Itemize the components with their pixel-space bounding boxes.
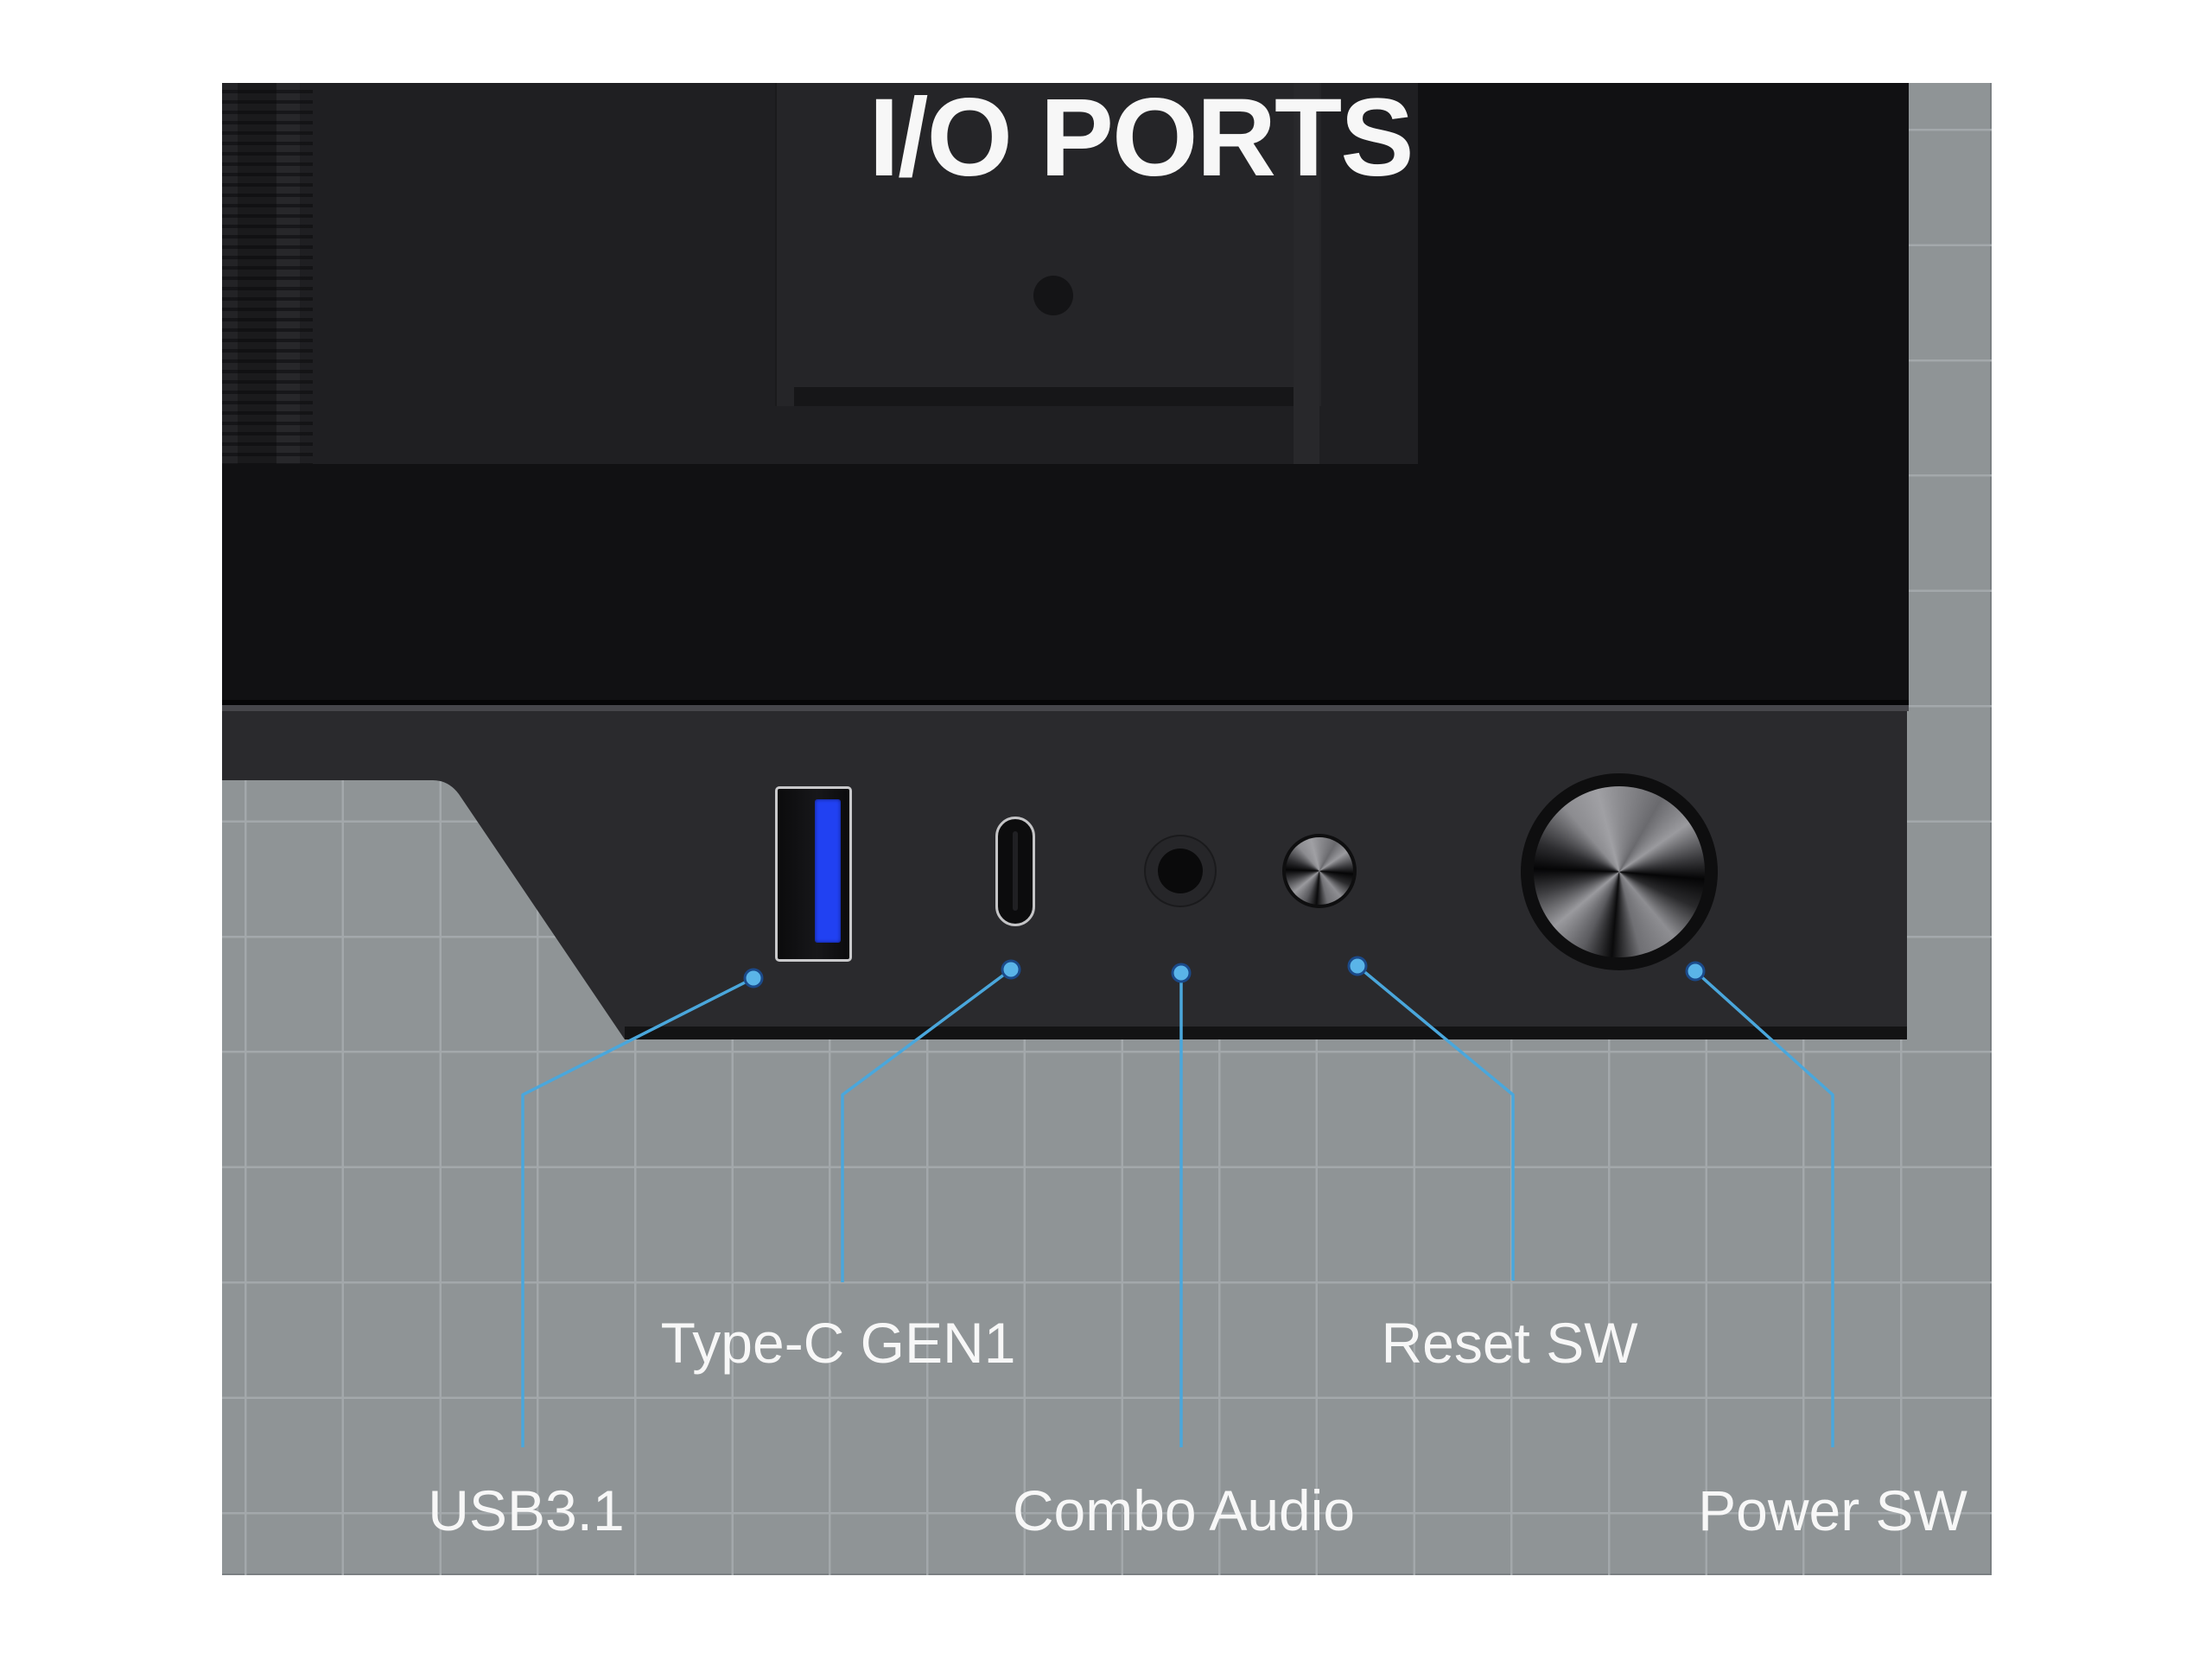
glass-edge <box>222 700 1909 705</box>
usb-c-port-icon <box>995 817 1035 926</box>
drive-bracket <box>775 83 1321 406</box>
interior-stripe <box>1294 83 1319 464</box>
label-typec: Type-C GEN1 <box>660 1311 1016 1375</box>
usb-insert <box>815 799 841 943</box>
panel-highlight <box>222 705 1909 711</box>
screw-hole-icon <box>1033 276 1073 315</box>
bracket-slot <box>794 387 1313 406</box>
reset-button-icon <box>1282 834 1357 908</box>
power-button-face <box>1534 786 1705 957</box>
label-usb: USB3.1 <box>428 1478 625 1542</box>
case-interior <box>222 83 1418 464</box>
front-panel-bottom-edge <box>625 1027 1907 1039</box>
leader-line-reset <box>1356 964 1515 1281</box>
audio-jack-hole <box>1158 849 1203 893</box>
leader-line-typec <box>841 968 1013 1282</box>
leader-dot-usb <box>743 968 764 988</box>
power-button-icon <box>1521 773 1718 970</box>
front-panel <box>222 711 1907 1039</box>
leader-dot-typec <box>1001 959 1021 980</box>
audio-jack-icon <box>1144 835 1217 907</box>
usb-a-port-icon <box>775 786 852 962</box>
leader-line-power <box>1694 969 1834 1447</box>
reset-button-face <box>1286 837 1353 905</box>
label-audio: Combo Audio <box>1012 1478 1356 1542</box>
leader-dot-power <box>1685 961 1706 982</box>
leader-line-usb <box>521 976 754 1447</box>
leader-dot-audio <box>1171 963 1192 983</box>
label-reset: Reset SW <box>1381 1311 1638 1375</box>
case-glass-panel <box>222 83 1909 711</box>
leader-dot-reset <box>1347 956 1368 976</box>
front-panel-shape <box>222 711 1907 1039</box>
page-title: I/O PORTS <box>868 76 1414 200</box>
label-power: Power SW <box>1698 1478 1967 1542</box>
usb-c-tongue <box>1013 831 1018 911</box>
vent-strip <box>222 83 313 464</box>
